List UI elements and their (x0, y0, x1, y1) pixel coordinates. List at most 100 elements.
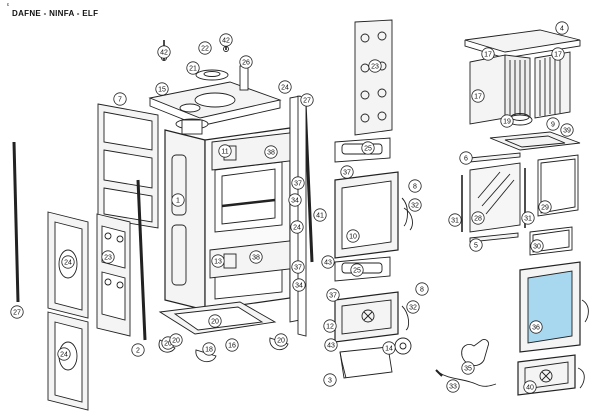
callout-label: 1 (176, 198, 180, 205)
callout-27a: 27 (300, 93, 314, 107)
callout-24a: 24 (278, 80, 292, 94)
callout-circle (530, 239, 544, 253)
callout-label: 27 (13, 310, 21, 317)
callout-35: 35 (461, 361, 475, 375)
callout-4: 4 (555, 21, 569, 35)
callout-label: 31 (451, 218, 459, 225)
callout-label: 41 (316, 213, 324, 220)
callout-24c: 24 (61, 255, 75, 269)
callout-23b: 23 (101, 250, 115, 264)
callout-circle (218, 144, 232, 158)
callout-label: 38 (252, 255, 260, 262)
callout-label: 39 (563, 128, 571, 135)
callout-11: 11 (218, 144, 232, 158)
callout-23a: 23 (368, 59, 382, 73)
callout-circle (346, 229, 360, 243)
callout-circle (323, 319, 337, 333)
callout-label: 37 (294, 181, 302, 188)
callout-label: 34 (291, 198, 299, 205)
callout-circle (292, 278, 306, 292)
callout-circle (171, 193, 185, 207)
callout-label: 10 (349, 234, 357, 241)
callout-label: 30 (533, 244, 541, 251)
callout-label: 2 (136, 348, 140, 355)
callout-circle (208, 314, 222, 328)
callout-label: 14 (385, 346, 393, 353)
callout-circle (225, 338, 239, 352)
callout-13: 13 (211, 254, 225, 268)
callout-circle (57, 347, 71, 361)
callout-label: 20 (277, 338, 285, 345)
callout-label: 4 (560, 26, 564, 33)
callout-circle (461, 361, 475, 375)
callout-label: 24 (281, 85, 289, 92)
callout-label: 17 (474, 94, 482, 101)
callout-14: 14 (382, 341, 396, 355)
callout-32a: 32 (408, 198, 422, 212)
callout-label: 36 (532, 325, 540, 332)
callout-label: 6 (464, 156, 468, 163)
callout-43b: 43 (324, 338, 338, 352)
callout-42a: 42 (157, 45, 171, 59)
fire-door-part (334, 171, 413, 259)
callout-circle (61, 255, 75, 269)
callout-label: 38 (267, 150, 275, 157)
callout-circle (448, 213, 462, 227)
door-top-bar-part (469, 152, 521, 163)
callout-label: 25 (364, 146, 372, 153)
callout-40: 40 (523, 380, 537, 394)
callout-29: 29 (538, 200, 552, 214)
callout-circle (278, 80, 292, 94)
callout-circle (313, 208, 327, 222)
callout-circle (321, 255, 335, 269)
callout-33: 33 (446, 379, 460, 393)
callout-label: 22 (201, 46, 209, 53)
callout-label: 11 (221, 149, 228, 156)
cable-part (435, 369, 497, 387)
callout-16: 16 (225, 338, 239, 352)
callout-label: 23 (371, 64, 379, 71)
callout-8a: 8 (408, 179, 422, 193)
callout-label: 37 (329, 293, 337, 300)
callout-2: 2 (131, 343, 145, 357)
callout-circle (340, 165, 354, 179)
callout-37c: 37 (291, 176, 305, 190)
callout-circle (186, 61, 200, 75)
callout-label: 37 (343, 170, 351, 177)
callout-27b: 27 (10, 305, 24, 319)
callout-circle (546, 117, 560, 131)
callout-circle (211, 254, 225, 268)
callout-label: 16 (228, 343, 236, 350)
callout-25a: 25 (361, 141, 375, 155)
callout-9: 9 (546, 117, 560, 131)
callout-label: 43 (327, 343, 335, 350)
callout-25b: 25 (350, 263, 364, 277)
callout-8b: 8 (415, 282, 429, 296)
callout-label: 26 (242, 60, 250, 67)
air-regulator-part (394, 337, 412, 355)
callout-circle (113, 92, 127, 106)
callout-label: 42 (222, 38, 230, 45)
callout-circle (155, 82, 169, 96)
callout-label: 43 (324, 260, 332, 267)
callout-label: 8 (413, 184, 417, 191)
callout-label: 5 (474, 243, 478, 250)
callout-label: 24 (64, 260, 72, 267)
callout-label: 28 (474, 216, 482, 223)
callout-39: 39 (560, 123, 574, 137)
callout-circle (157, 45, 171, 59)
glass-door-part (519, 261, 589, 353)
callout-label: 37 (294, 265, 302, 272)
callout-1: 1 (171, 193, 185, 207)
callout-22: 22 (198, 41, 212, 55)
callout-label: 20 (172, 338, 180, 345)
callout-42b: 42 (219, 33, 233, 47)
callout-label: 17 (484, 52, 492, 59)
callout-38a: 38 (264, 145, 278, 159)
callout-label: 20 (211, 319, 219, 326)
lower-side-frame-part (96, 213, 131, 337)
callout-label: 42 (160, 50, 168, 57)
door-bottom-bar-part (469, 232, 519, 243)
callout-label: 23 (104, 255, 112, 262)
callout-label: 17 (554, 52, 562, 59)
